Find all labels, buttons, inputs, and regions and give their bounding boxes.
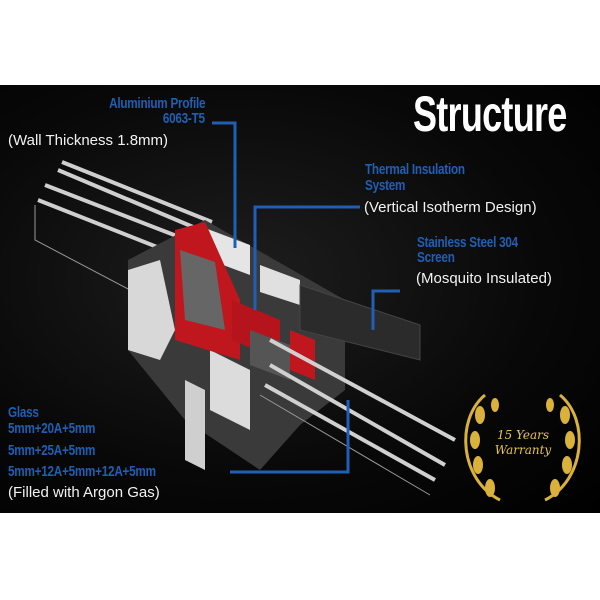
screen-heading-2: Screen <box>417 249 455 266</box>
glass-spec-2: 5mm+25A+5mm <box>8 442 96 459</box>
glass-spec-3: 5mm+12A+5mm+12A+5mm <box>8 463 156 480</box>
aluminium-note: (Wall Thickness 1.8mm) <box>8 132 169 149</box>
glass-heading: Glass <box>8 404 39 421</box>
screen-note: (Mosquito Insulated) <box>416 270 552 287</box>
thermal-note: (Vertical Isotherm Design) <box>364 199 537 216</box>
warranty-badge: 15 Years Warranty <box>490 428 556 458</box>
mosquito-screen <box>299 284 421 361</box>
screen-heading-1: Stainless Steel 304 <box>417 234 518 251</box>
glass-panes-right <box>259 338 456 496</box>
page-title: Structure <box>413 86 567 142</box>
thermal-heading-1: Thermal Insulation <box>365 161 465 178</box>
warranty-years: 15 Years <box>496 428 550 442</box>
warranty-label: Warranty <box>494 443 552 457</box>
callout-lines <box>212 121 400 474</box>
aluminium-heading-1: Aluminium Profile <box>108 95 205 112</box>
glass-spec-1: 5mm+20A+5mm <box>8 420 96 437</box>
glass-note: (Filled with Argon Gas) <box>8 484 160 501</box>
aluminium-frame <box>128 220 345 470</box>
aluminium-heading-2: 6063-T5 <box>163 110 205 127</box>
thermal-heading-2: System <box>365 177 406 194</box>
warranty-wreath-icon <box>464 393 581 502</box>
